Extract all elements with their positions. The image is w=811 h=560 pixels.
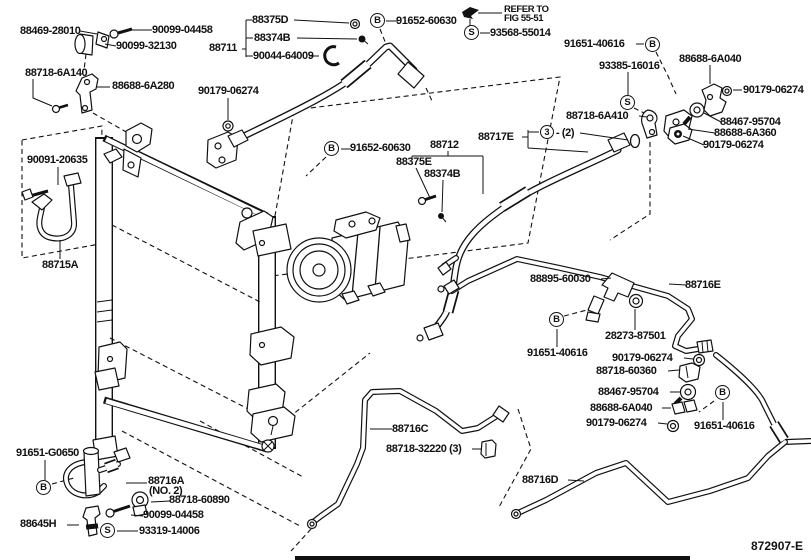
part-label-88718-6A140: 88718-6A140 [25, 67, 88, 79]
figure-code: 872907-E [751, 539, 804, 553]
pipe-88716d [510, 352, 811, 520]
callout-s-2: S [620, 95, 635, 110]
part-label-88688-6A280: 88688-6A280 [112, 80, 175, 92]
part-label-90099-32130: 90099-32130 [116, 40, 177, 52]
discharge-hose-88712 [416, 132, 641, 342]
part-label-90179-06274-a: 90179-06274 [198, 85, 259, 97]
callout-b-2: B [645, 37, 660, 52]
clamp-cluster-lower-right [666, 362, 701, 433]
refer-note-line1: REFER TO [504, 4, 549, 15]
part-label-91651-G0650: 91651-G0650 [16, 447, 79, 459]
part-label-88688-6A360: 88688-6A360 [714, 127, 777, 139]
part-label-88718-6A410: 88718-6A410 [566, 110, 629, 122]
part-label-90179-06274-b: 90179-06274 [743, 84, 804, 96]
part-label-88467-95704-b: 88467-95704 [598, 386, 659, 398]
refer-clip-icon [462, 7, 479, 19]
part-label-88716D: 88716D [522, 474, 559, 486]
part-label-90091-20635: 90091-20635 [27, 154, 88, 166]
part-label-88375E: 88375E [396, 156, 432, 168]
part-label-88688-6A040-a: 88688-6A040 [679, 53, 742, 65]
part-label-88469-28010: 88469-28010 [20, 25, 81, 37]
part-label-90179-06274-c: 90179-06274 [703, 139, 764, 151]
refer-note: REFER TO FIG 55-51 [504, 4, 549, 24]
part-label-90179-06274-e: 90179-06274 [586, 417, 647, 429]
part-label-88715A: 88715A [42, 259, 79, 271]
frame-edge [295, 556, 690, 560]
part-label-90179-06274-d: 90179-06274 [612, 352, 673, 364]
part-label-88718-60360: 88718-60360 [596, 365, 657, 377]
part-label-93568-55014: 93568-55014 [490, 27, 551, 39]
part-label-88716E: 88716E [685, 279, 721, 291]
part-label-88645H: 88645H [20, 518, 57, 530]
part-label-91651-40616-a: 91651-40616 [564, 38, 625, 50]
part-label-91651-40616-c: 91651-40616 [694, 420, 755, 432]
part-label-88711: 88711 [209, 42, 237, 54]
callout-3: 3 [540, 125, 554, 139]
refer-note-line2: FIG 55-51 [504, 13, 544, 24]
condenser [92, 122, 296, 461]
liquid-tube-88716a [63, 446, 149, 537]
part-label-88718-32220: 88718-32220 (3) [386, 443, 462, 455]
part-label-88717E: 88717E [478, 131, 514, 143]
part-label-88716A: 88716A [148, 475, 185, 487]
part-label-91651-40616-b: 91651-40616 [527, 347, 588, 359]
part-label-88712: 88712 [430, 139, 459, 151]
part-label-88895-60030: 88895-60030 [530, 273, 591, 285]
part-label-91652-60630-b: 91652-60630 [350, 142, 411, 154]
part-label-91652-60630-a: 91652-60630 [396, 15, 457, 27]
leader-lines [32, 12, 742, 532]
part-label-88688-6A040-b: 88688-6A040 [590, 402, 653, 414]
part-label-93319-14006: 93319-14006 [139, 525, 200, 537]
callout-b-3: B [324, 141, 339, 156]
callout-b-5: B [715, 385, 730, 400]
callout-s-1: S [464, 25, 479, 40]
compressor [286, 211, 411, 305]
top-left-parts [51, 27, 133, 114]
part-label-28273-87501: 28273-87501 [605, 330, 666, 342]
part-label-90099-04458-b: 90099-04458 [143, 509, 204, 521]
part-label-88374B-top: 88374B [254, 32, 291, 44]
pipe-88716c [306, 388, 510, 530]
part-label-88716C: 88716C [392, 423, 429, 435]
liquid-pipe-88716e [437, 255, 714, 367]
pipe-88715a [21, 172, 82, 242]
callout-b-4: B [549, 312, 564, 327]
part-label-88718-60890: 88718-60890 [169, 494, 230, 506]
part-label-90099-04458-top: 90099-04458 [152, 24, 213, 36]
part-label-88374B-b: 88374B [424, 168, 461, 180]
callout-b-1: B [370, 13, 385, 28]
suction-pipe-88711 [206, 18, 425, 169]
callout-s-3: S [100, 523, 115, 538]
part-label-88467-95704-a: 88467-95704 [720, 116, 781, 128]
callout-b-6: B [36, 480, 51, 495]
part-label-90044-64009: 90044-64009 [253, 50, 314, 62]
part-label-93385-16016: 93385-16016 [599, 60, 660, 72]
part-label-88716A-no2: (NO. 2) [149, 485, 183, 497]
qty-label-2: - (2) [556, 127, 575, 139]
part-label-88375D: 88375D [252, 14, 289, 26]
